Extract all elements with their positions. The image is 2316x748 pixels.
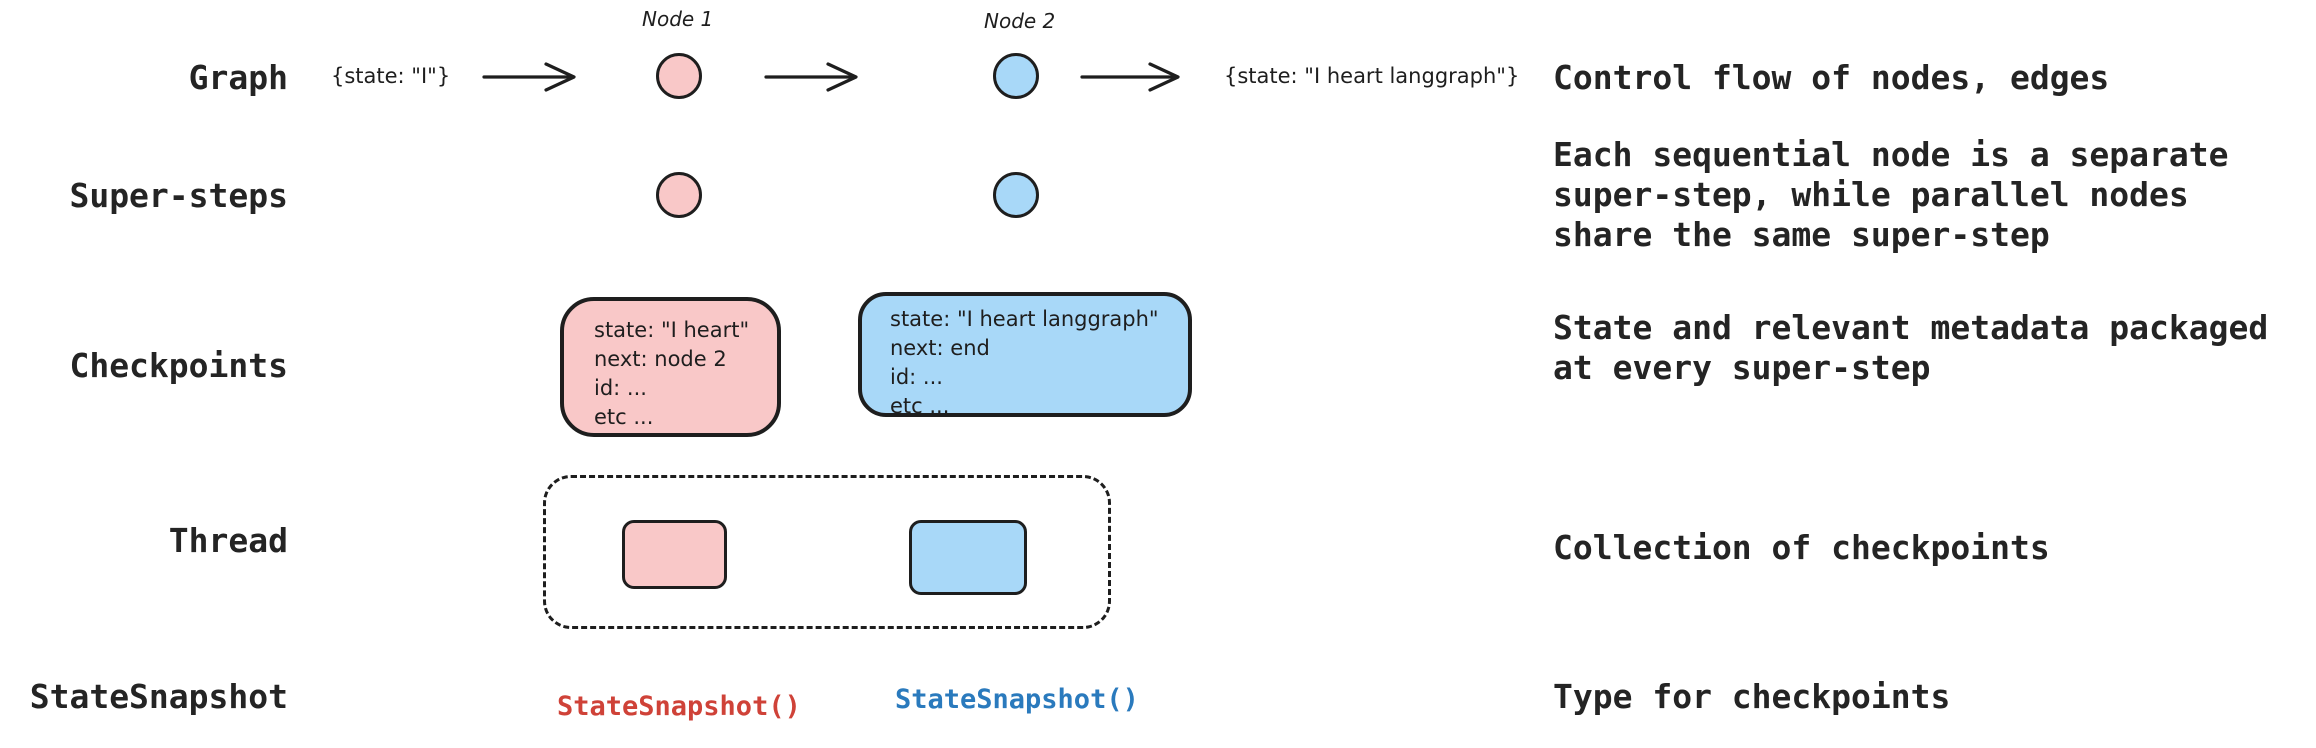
checkpoint-line: id: ... [594, 376, 647, 400]
node2-label: Node 2 [984, 9, 1056, 33]
arrow-right-icon [764, 62, 858, 92]
desc-thread: Collection of checkpoints [1553, 528, 2050, 567]
arrow-right-icon [482, 62, 576, 92]
thread-container [543, 475, 1111, 629]
checkpoint-line: next: end [890, 336, 990, 360]
row-label-graph: Graph [188, 58, 288, 97]
statesnapshot2-code: StateSnapshot() [895, 684, 1139, 715]
node1-circle [656, 53, 702, 99]
thread-checkpoint2-box [909, 520, 1027, 595]
node1-label: Node 1 [642, 7, 714, 31]
checkpoint-line: next: node 2 [594, 347, 727, 371]
superstep1-circle [656, 172, 702, 218]
arrow-right-icon [1080, 62, 1180, 92]
desc-graph: Control flow of nodes, edges [1553, 58, 2110, 97]
desc-supersteps: Each sequential node is a separate super… [1553, 135, 2229, 254]
superstep2-circle [993, 172, 1039, 218]
checkpoint-line: state: "I heart" [594, 318, 750, 342]
checkpoint-line: id: ... [890, 365, 943, 389]
row-label-statesnapshot: StateSnapshot [29, 677, 288, 716]
desc-checkpoints: State and relevant metadata packaged at … [1553, 308, 2269, 387]
row-label-supersteps: Super-steps [69, 176, 288, 215]
row-label-thread: Thread [168, 521, 288, 560]
checkpoint2-card: state: "I heart langgraph" next: end id:… [858, 292, 1192, 418]
checkpoint-line: etc ... [890, 394, 950, 418]
graph-output-state: {state: "I heart langgraph"} [1224, 64, 1520, 88]
thread-checkpoint1-box [622, 520, 727, 589]
checkpoint-line: state: "I heart langgraph" [890, 307, 1159, 331]
desc-statesnapshot: Type for checkpoints [1553, 677, 1951, 716]
statesnapshot1-code: StateSnapshot() [557, 691, 801, 722]
node2-circle [993, 53, 1039, 99]
graph-input-state: {state: "I"} [331, 64, 451, 88]
row-label-checkpoints: Checkpoints [69, 346, 288, 385]
checkpoint1-card: state: "I heart" next: node 2 id: ... et… [560, 297, 781, 437]
checkpoint-line: etc ... [594, 405, 654, 429]
